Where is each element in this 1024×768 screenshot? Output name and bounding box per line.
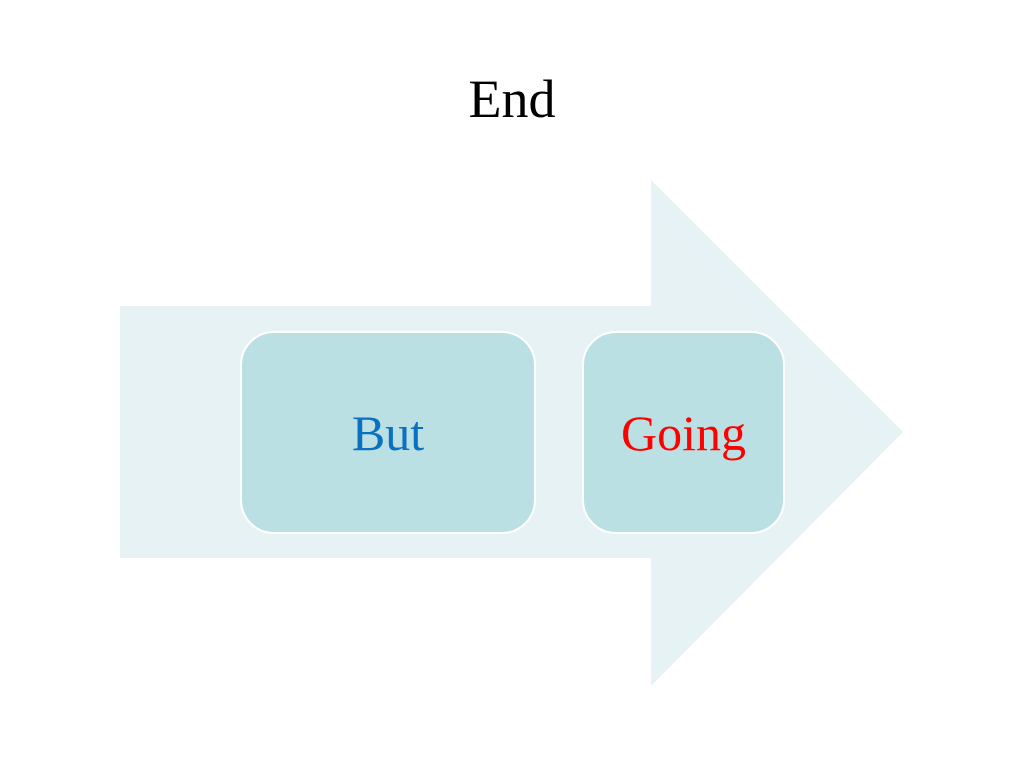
- slide-title: End: [468, 69, 556, 129]
- process-step-1: But: [240, 331, 536, 534]
- process-step-1-label: But: [351, 404, 425, 461]
- process-step-2-label: Going: [621, 404, 746, 461]
- process-step-2: Going: [582, 331, 785, 534]
